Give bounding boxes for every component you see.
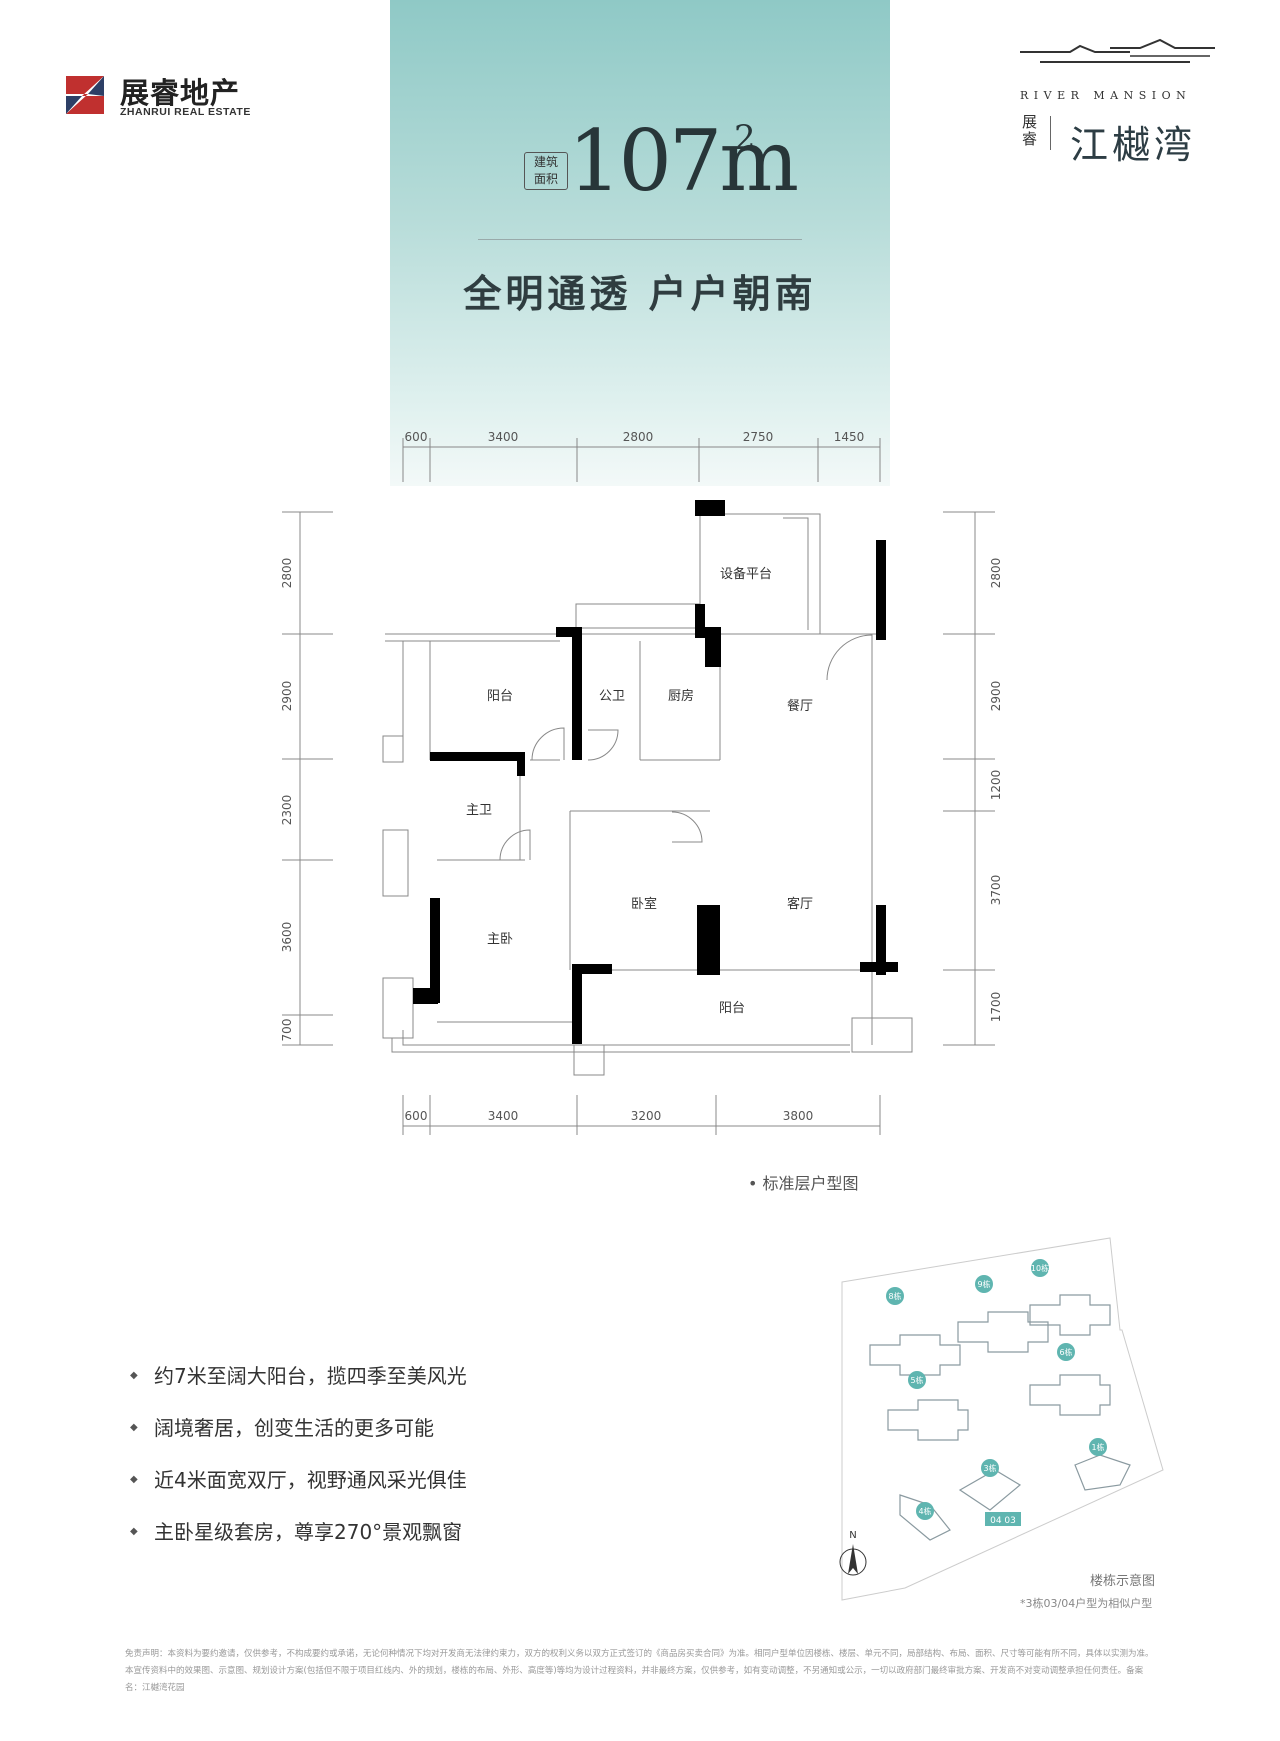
room-labels: 设备平台 阳台 公卫 厨房 餐厅 主卫 卧室 客厅 主卧 阳台 — [466, 566, 813, 1016]
room-master-bath: 主卫 — [466, 803, 492, 818]
room-kitchen: 厨房 — [668, 688, 694, 704]
building-tags: 8栋 9栋 10栋 6栋 5栋 3栋 1栋 4栋 — [886, 1259, 1107, 1520]
room-master-bedroom: 主卧 — [487, 932, 513, 947]
room-balcony-south: 阳台 — [719, 1001, 745, 1016]
project-prefix: 展睿 — [1022, 113, 1038, 148]
building-1: 1栋 — [1091, 1442, 1104, 1452]
building-10: 10栋 — [1031, 1263, 1049, 1273]
dim-top-2: 3400 — [488, 430, 519, 444]
developer-name-en: ZHANRUI REAL ESTATE — [120, 106, 251, 118]
building-8: 8栋 — [888, 1291, 901, 1301]
project-name-en: RIVER MANSION — [1020, 89, 1192, 102]
developer-name-cn: 展睿地产 — [120, 76, 241, 110]
unit-tag: 04 03 — [990, 1516, 1016, 1526]
room-bedroom: 卧室 — [631, 896, 657, 912]
room-public-bath: 公卫 — [599, 689, 625, 704]
room-dining: 餐厅 — [787, 698, 813, 714]
dim-top-5: 1450 — [834, 430, 865, 444]
svg-text:N: N — [849, 1530, 856, 1541]
header-gradient-band — [390, 0, 890, 486]
dim-right-3: 1200 — [989, 770, 1003, 801]
dim-left-5: 700 — [280, 1019, 294, 1042]
structural-walls — [413, 500, 898, 1044]
project-logo-divider — [1050, 116, 1051, 150]
site-map-caption: 楼栋示意图 — [1090, 1574, 1156, 1589]
project-logo: RIVER MANSION 展睿 江樾湾 — [1010, 34, 1225, 167]
feature-list: 约7米至阔大阳台，揽四季至美风光 阔境奢居，创变生活的更多可能 近4米面宽双厅，… — [130, 1350, 690, 1558]
dim-left-1: 2800 — [280, 558, 294, 589]
site-map-note: *3栋03/04户型为相似户型 — [1020, 1597, 1153, 1610]
dim-left-3: 2300 — [280, 795, 294, 826]
dim-bottom-1: 600 — [405, 1109, 428, 1123]
building-9: 9栋 — [977, 1279, 990, 1289]
feature-item: 约7米至阔大阳台，揽四季至美风光 — [130, 1350, 690, 1402]
dim-bottom-3: 3200 — [631, 1109, 662, 1123]
project-name-cn: 江樾湾 — [1070, 123, 1197, 167]
zhanrui-logo-icon — [66, 76, 104, 114]
dim-top-4: 2750 — [743, 430, 774, 444]
building-3: 3栋 — [983, 1463, 996, 1473]
area-label: 建筑面积 — [533, 155, 558, 186]
area-unit-superscript: 2 — [734, 118, 756, 158]
dim-right-4: 3700 — [989, 875, 1003, 906]
dimension-labels: 600 3400 2800 2750 1450 600 3400 3200 38… — [280, 430, 1003, 1123]
site-map: 8栋 9栋 10栋 6栋 5栋 3栋 1栋 4栋 04 03 N — [839, 1237, 1164, 1601]
river-mountain-icon — [1020, 38, 1215, 63]
door-swings — [499, 634, 873, 861]
feature-item: 主卧星级套房，尊享270°景观飘窗 — [130, 1506, 690, 1558]
floor-plan: 600 3400 2800 2750 1450 600 3400 3200 38… — [280, 430, 1003, 1135]
building-4: 4栋 — [918, 1506, 931, 1516]
dim-bottom-4: 3800 — [783, 1109, 814, 1123]
dim-top-3: 2800 — [623, 430, 654, 444]
slogan: 全明通透 户户朝南 — [463, 272, 817, 316]
dim-bottom-2: 3400 — [488, 1109, 519, 1123]
room-living: 客厅 — [787, 896, 813, 912]
area-value: 107m — [568, 112, 799, 210]
area-label-box: 建筑面积 — [524, 152, 568, 190]
dim-left-4: 3600 — [280, 922, 294, 953]
dim-right-1: 2800 — [989, 558, 1003, 589]
unit-tag-bg — [985, 1512, 1021, 1526]
disclaimer: 免责声明：本资料为要约邀请，仅供参考，不构成要约或承诺，无论何种情况下均对开发商… — [125, 1649, 1154, 1693]
feature-item: 近4米面宽双厅，视野通风采光俱佳 — [130, 1454, 690, 1506]
dim-right-2: 2900 — [989, 681, 1003, 712]
north-arrow-icon: N — [839, 1530, 867, 1576]
building-5: 5栋 — [910, 1375, 923, 1385]
dim-top-1: 600 — [405, 430, 428, 444]
dim-right-5: 1700 — [989, 992, 1003, 1023]
room-equipment-platform: 设备平台 — [720, 566, 772, 582]
dim-left-2: 2900 — [280, 681, 294, 712]
feature-item: 阔境奢居，创变生活的更多可能 — [130, 1402, 690, 1454]
headline-divider — [478, 239, 802, 240]
developer-logo: 展睿地产 ZHANRUI REAL ESTATE — [62, 70, 282, 130]
plan-caption: • 标准层户型图 — [748, 1174, 859, 1193]
dimension-lines — [282, 438, 995, 1135]
room-balcony-north: 阳台 — [487, 689, 513, 704]
thin-walls — [382, 513, 913, 1076]
building-6: 6栋 — [1059, 1347, 1072, 1357]
